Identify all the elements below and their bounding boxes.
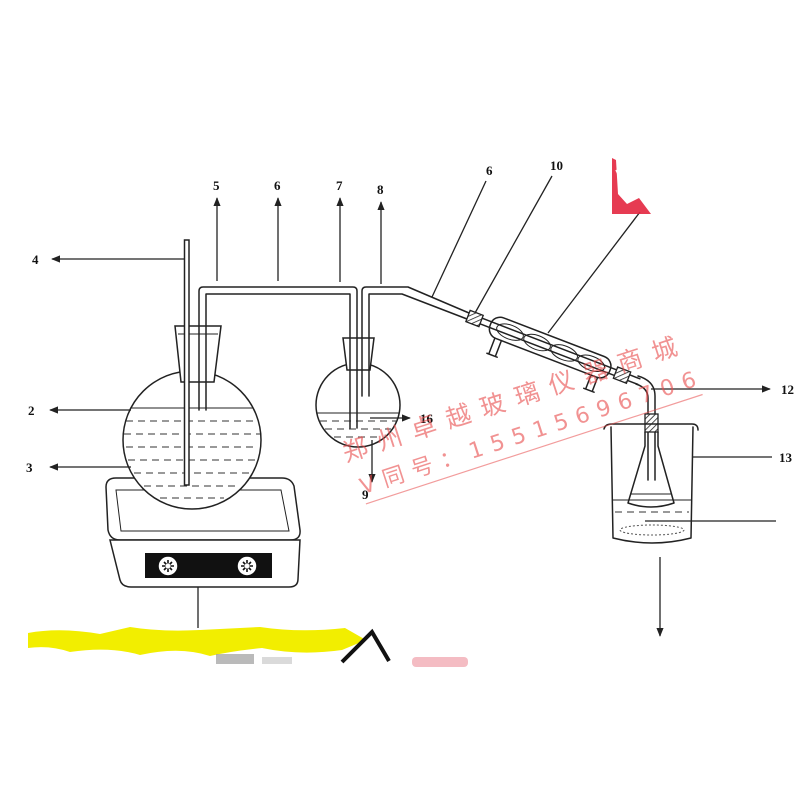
thermometer-rod bbox=[183, 239, 190, 486]
leader-6-right bbox=[431, 180, 487, 298]
yellow-highlight-band bbox=[28, 627, 468, 667]
condenser-water-inlet bbox=[486, 337, 503, 358]
watermark-underline bbox=[365, 393, 703, 505]
rubber-connector-bottom bbox=[644, 413, 659, 433]
flask-body bbox=[122, 370, 262, 510]
label-4: 4 bbox=[32, 252, 39, 267]
label-8: 8 bbox=[377, 182, 384, 197]
label-6-right: 6 bbox=[486, 163, 493, 178]
label-16: 16 bbox=[420, 411, 434, 426]
condenser-water-outlet bbox=[583, 374, 599, 393]
leader-lines bbox=[49, 175, 776, 637]
condenser-jacket bbox=[488, 316, 612, 379]
rubber-connector-inlet bbox=[465, 309, 485, 328]
corner-red-mark bbox=[612, 158, 651, 214]
condenser-bulbs bbox=[496, 323, 606, 373]
part-labels: 4 5 6 7 8 6 10 2 3 16 9 12 13 bbox=[26, 158, 794, 502]
label-9: 9 bbox=[362, 487, 369, 502]
round-bottom-flask bbox=[122, 325, 262, 510]
label-3: 3 bbox=[26, 460, 33, 475]
label-13: 13 bbox=[779, 450, 793, 465]
rubber-connector-outlet bbox=[612, 366, 632, 385]
label-12: 12 bbox=[781, 382, 794, 397]
leader-10 bbox=[474, 175, 553, 314]
beaker-bottom-stipple bbox=[619, 524, 685, 536]
label-7: 7 bbox=[336, 178, 343, 193]
hot-plate-knob-left bbox=[157, 555, 179, 577]
label-10: 10 bbox=[550, 158, 563, 173]
hot-plate-knob-right bbox=[236, 555, 258, 577]
condenser bbox=[465, 309, 641, 393]
small-flask-liquid bbox=[317, 412, 399, 438]
conical-flask bbox=[627, 431, 675, 508]
flask-liquid bbox=[124, 407, 260, 499]
leader-condenser-jacket bbox=[547, 211, 641, 334]
label-6-left: 6 bbox=[274, 178, 281, 193]
ice-bath-beaker bbox=[603, 423, 699, 544]
label-5: 5 bbox=[213, 178, 220, 193]
label-2: 2 bbox=[28, 403, 35, 418]
small-round-flask bbox=[315, 337, 401, 448]
outlet-tube bbox=[635, 375, 659, 481]
